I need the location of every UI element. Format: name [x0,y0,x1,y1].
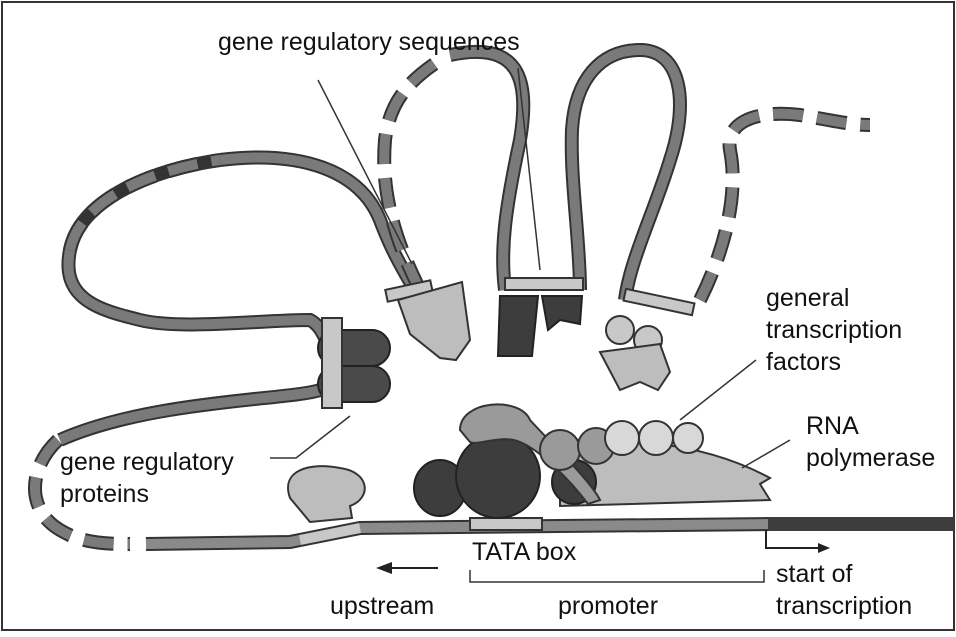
regulatory-protein-left [318,318,390,408]
label-general-transcription-factors-2: transcription [766,316,902,344]
label-rna-polymerase-2: polymerase [806,444,935,472]
label-rna-polymerase-1: RNA [806,412,859,440]
label-start-of-transcription-1: start of [776,560,852,588]
label-gene-regulatory-proteins-2: proteins [60,480,149,508]
label-general-transcription-factors-3: factors [766,348,841,376]
label-promoter: promoter [558,592,658,620]
label-tata-box: TATA box [472,538,577,566]
label-gene-regulatory-proteins-1: gene regulatory [60,448,234,476]
transcribed-region [768,517,954,531]
label-upstream: upstream [330,592,434,620]
label-general-transcription-factors-1: general [766,284,849,312]
tata-box-segment [470,518,542,530]
label-gene-regulatory-sequences: gene regulatory sequences [218,28,520,56]
label-start-of-transcription-2: transcription [776,592,912,620]
